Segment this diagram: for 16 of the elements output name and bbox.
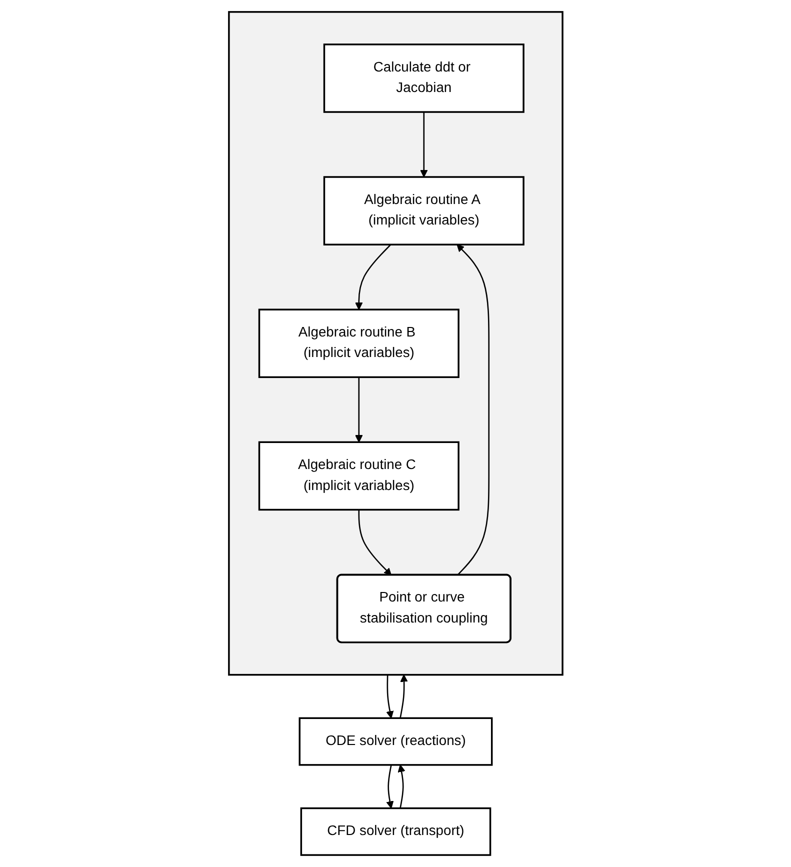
arrow bbox=[354, 377, 362, 442]
arrow bbox=[420, 112, 428, 178]
arrow bbox=[358, 510, 392, 576]
node-box: ODE solver (reactions) bbox=[298, 717, 492, 766]
node-box: CFD solver (transport) bbox=[300, 807, 491, 856]
arrow bbox=[386, 764, 394, 809]
cluster bbox=[228, 11, 564, 676]
arrow bbox=[398, 764, 406, 808]
arrow bbox=[399, 674, 408, 718]
arrow bbox=[456, 244, 490, 576]
node-box: Calculate ddt or Jacobian bbox=[323, 44, 524, 113]
arrow bbox=[386, 674, 394, 718]
node-box: Algebraic routine B (implicit variables) bbox=[258, 308, 460, 378]
node-box: Algebraic routine A (implicit variables) bbox=[323, 176, 524, 246]
node-box: Algebraic routine C (implicit variables) bbox=[258, 441, 460, 511]
arrow bbox=[354, 244, 391, 310]
